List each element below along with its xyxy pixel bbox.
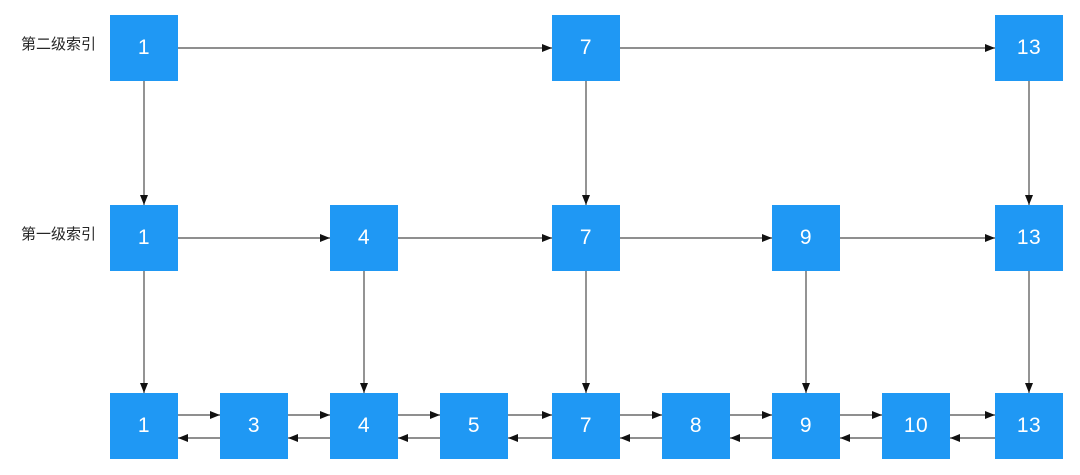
node-L0-3: 3 xyxy=(220,393,288,459)
node-L1-13: 13 xyxy=(995,205,1063,271)
node-L0-5: 5 xyxy=(440,393,508,459)
row-label-first-level-index: 第一级索引 xyxy=(21,226,97,243)
node-L2-13: 13 xyxy=(995,15,1063,81)
node-L0-10: 10 xyxy=(882,393,950,459)
node-L0-4: 4 xyxy=(330,393,398,459)
row-label-second-level-index: 第二级索引 xyxy=(21,36,97,53)
node-L1-7: 7 xyxy=(552,205,620,271)
node-L0-7: 7 xyxy=(552,393,620,459)
node-L2-7: 7 xyxy=(552,15,620,81)
node-L0-1: 1 xyxy=(110,393,178,459)
node-L0-9: 9 xyxy=(772,393,840,459)
node-L0-13: 13 xyxy=(995,393,1063,459)
node-L1-9: 9 xyxy=(772,205,840,271)
node-L1-1: 1 xyxy=(110,205,178,271)
node-L0-8: 8 xyxy=(662,393,730,459)
node-L1-4: 4 xyxy=(330,205,398,271)
node-L2-1: 1 xyxy=(110,15,178,81)
